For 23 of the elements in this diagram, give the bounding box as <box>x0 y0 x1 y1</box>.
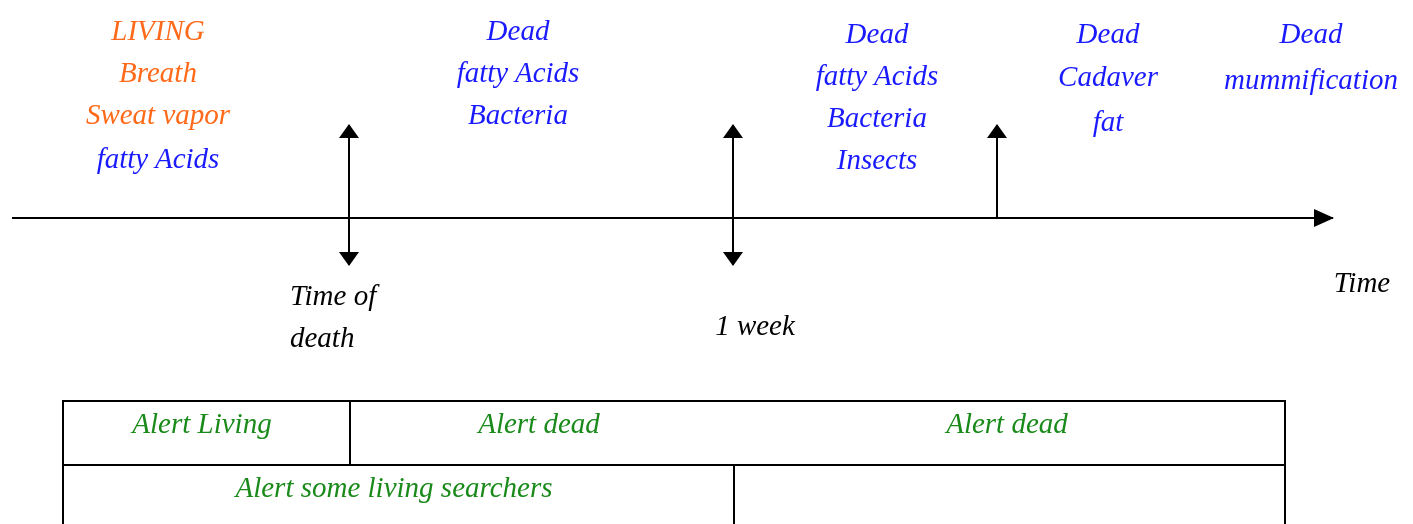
cell-text: Alert dead <box>478 406 600 440</box>
scent-source-text: fat <box>1092 104 1124 138</box>
scent-source-text: fatty Acids <box>815 58 939 92</box>
axis-label: Time <box>1333 265 1391 299</box>
scent-source-text: Bacteria <box>468 97 568 131</box>
time-marker-label: 1 week <box>715 308 795 342</box>
status-text: Dead <box>1279 16 1343 50</box>
status-text: Dead <box>845 16 909 50</box>
scent-source-text: fatty Acids <box>456 55 580 89</box>
scent-source-text: Cadaver <box>1058 59 1158 93</box>
cell-text: Alert dead <box>946 406 1068 440</box>
scent-source-text: Insects <box>836 142 918 176</box>
scent-source-text: fatty Acids <box>96 141 220 175</box>
status-text: Dead <box>486 13 550 47</box>
cell-text: Alert Living <box>132 406 272 440</box>
scent-source-text: Sweat vapor <box>85 97 231 131</box>
scent-source-text: Bacteria <box>827 100 927 134</box>
status-text: LIVING <box>111 13 205 47</box>
cell-text: Alert some living searchers <box>235 470 553 504</box>
scent-source-text: Breath <box>119 55 197 89</box>
status-text: Dead <box>1076 16 1140 50</box>
scent-source-text: mummification <box>1224 62 1398 96</box>
time-marker-label: Time of death <box>290 274 410 358</box>
